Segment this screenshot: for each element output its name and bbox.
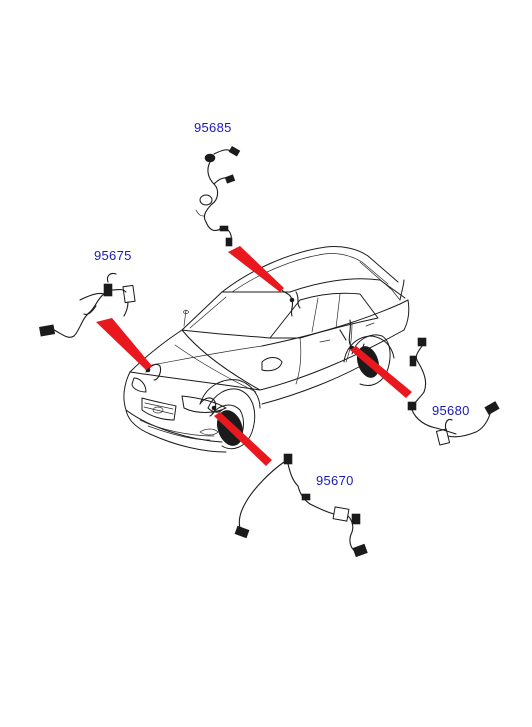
part-number-95685-label[interactable]: 95685 <box>194 120 232 135</box>
leader-front-right <box>214 412 272 466</box>
sensor-95685-drawing[interactable] <box>195 145 241 247</box>
part-number-95675-label[interactable]: 95675 <box>94 248 132 263</box>
leader-rear-left <box>228 246 284 292</box>
on-car-sensor-wiring <box>145 287 365 417</box>
part-number-95670-label[interactable]: 95670 <box>316 473 354 488</box>
sensor-95670-drawing[interactable] <box>234 453 368 558</box>
leader-wedges <box>96 246 412 466</box>
sensor-95675-drawing[interactable] <box>39 272 136 338</box>
part-number-95680-label[interactable]: 95680 <box>432 403 470 418</box>
sensor-95680-drawing[interactable] <box>407 337 500 446</box>
leader-rear-right <box>350 346 412 398</box>
leader-front-left <box>96 318 152 370</box>
